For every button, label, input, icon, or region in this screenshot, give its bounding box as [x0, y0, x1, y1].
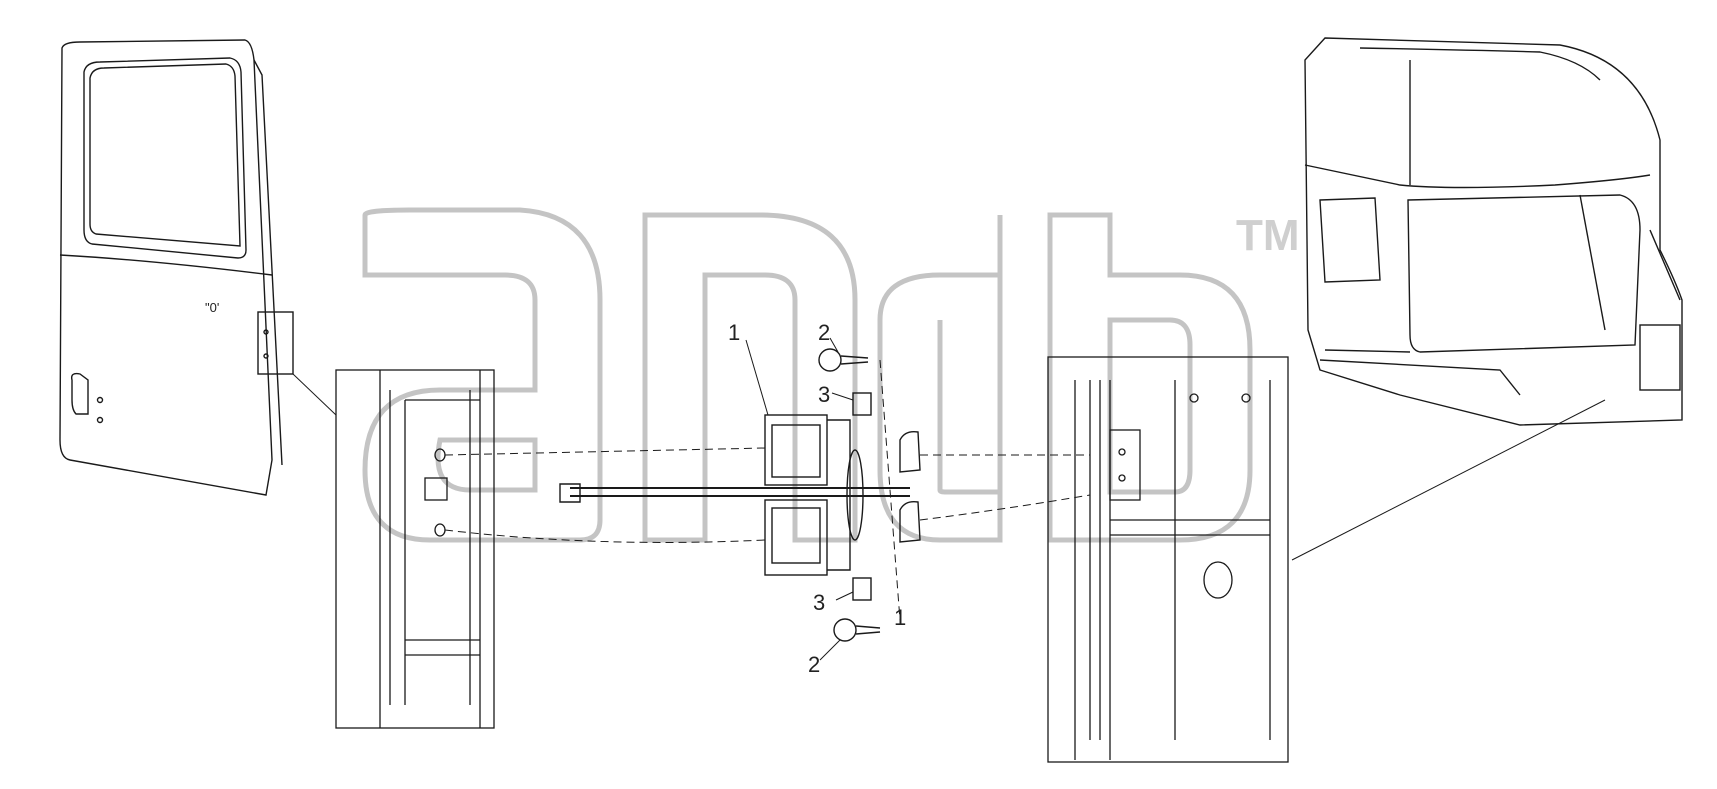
callout-3-bottom: 3	[813, 590, 825, 615]
bolt-bottom	[833, 618, 881, 642]
watermark-glyph-1	[362, 207, 603, 543]
door-handle	[70, 372, 89, 415]
watermark-trademark: TM	[1236, 211, 1300, 260]
callout-1-bottom: 1	[894, 605, 906, 630]
door-hinge-area	[257, 311, 294, 375]
bolt-top	[818, 348, 869, 372]
hinge-assembly	[559, 348, 921, 642]
callout-1-top: 1	[728, 320, 740, 345]
watermark-glyph-3	[877, 215, 1003, 543]
leader-lines	[745, 337, 854, 661]
callout-2-bottom: 2	[808, 652, 820, 677]
cab-hinge-detail	[1047, 356, 1606, 763]
watermark-glyph-4	[1047, 212, 1253, 543]
cab-door-opening	[1407, 194, 1641, 353]
cab-hinge-area	[1639, 324, 1681, 391]
watermark-glyph-2	[642, 212, 858, 543]
truck-door: "0'	[59, 39, 294, 496]
watermark: TM	[362, 207, 1300, 543]
alignment-lines	[444, 359, 1091, 621]
door-hinge-detail	[292, 369, 495, 729]
nut-bottom	[852, 577, 872, 601]
svg-text:"0': "0'	[205, 300, 219, 315]
truck-cab	[1304, 37, 1683, 426]
callout-2-top: 2	[818, 320, 830, 345]
callout-3-top: 3	[818, 382, 830, 407]
nut-top	[852, 392, 872, 416]
callouts: 1 2 3 3 1 2	[728, 320, 906, 677]
